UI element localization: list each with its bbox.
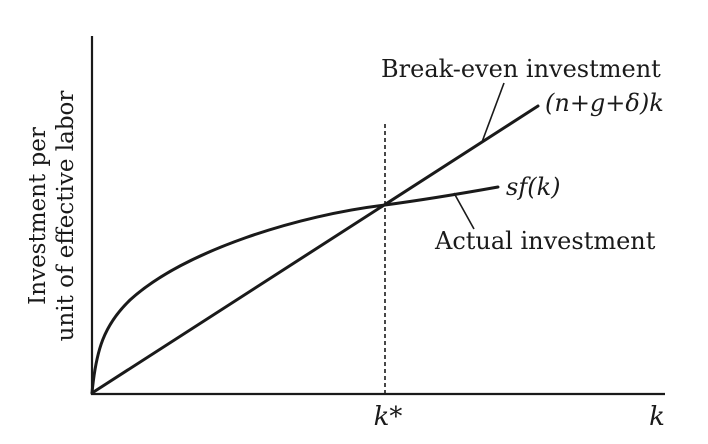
break-even-callout: Break-even investment	[381, 55, 661, 83]
y-axis-label-line2: unit of effective labor	[53, 91, 79, 342]
actual-investment-curve	[90, 185, 500, 395]
break-even-line	[90, 104, 540, 395]
break-even-formula: (n+g+δ)k	[545, 89, 664, 117]
y-axis-label-line1: Investment per	[25, 127, 51, 305]
x-axis-label: k	[649, 402, 665, 432]
actual-investment-formula: sf(k)	[506, 173, 560, 201]
break-even-leader	[481, 82, 505, 143]
actual-investment-callout: Actual investment	[434, 227, 656, 255]
y-axis-label: Investment per unit of effective labor	[25, 91, 79, 342]
steady-state-label: k*	[374, 402, 403, 432]
actual-investment-leader	[453, 192, 475, 230]
